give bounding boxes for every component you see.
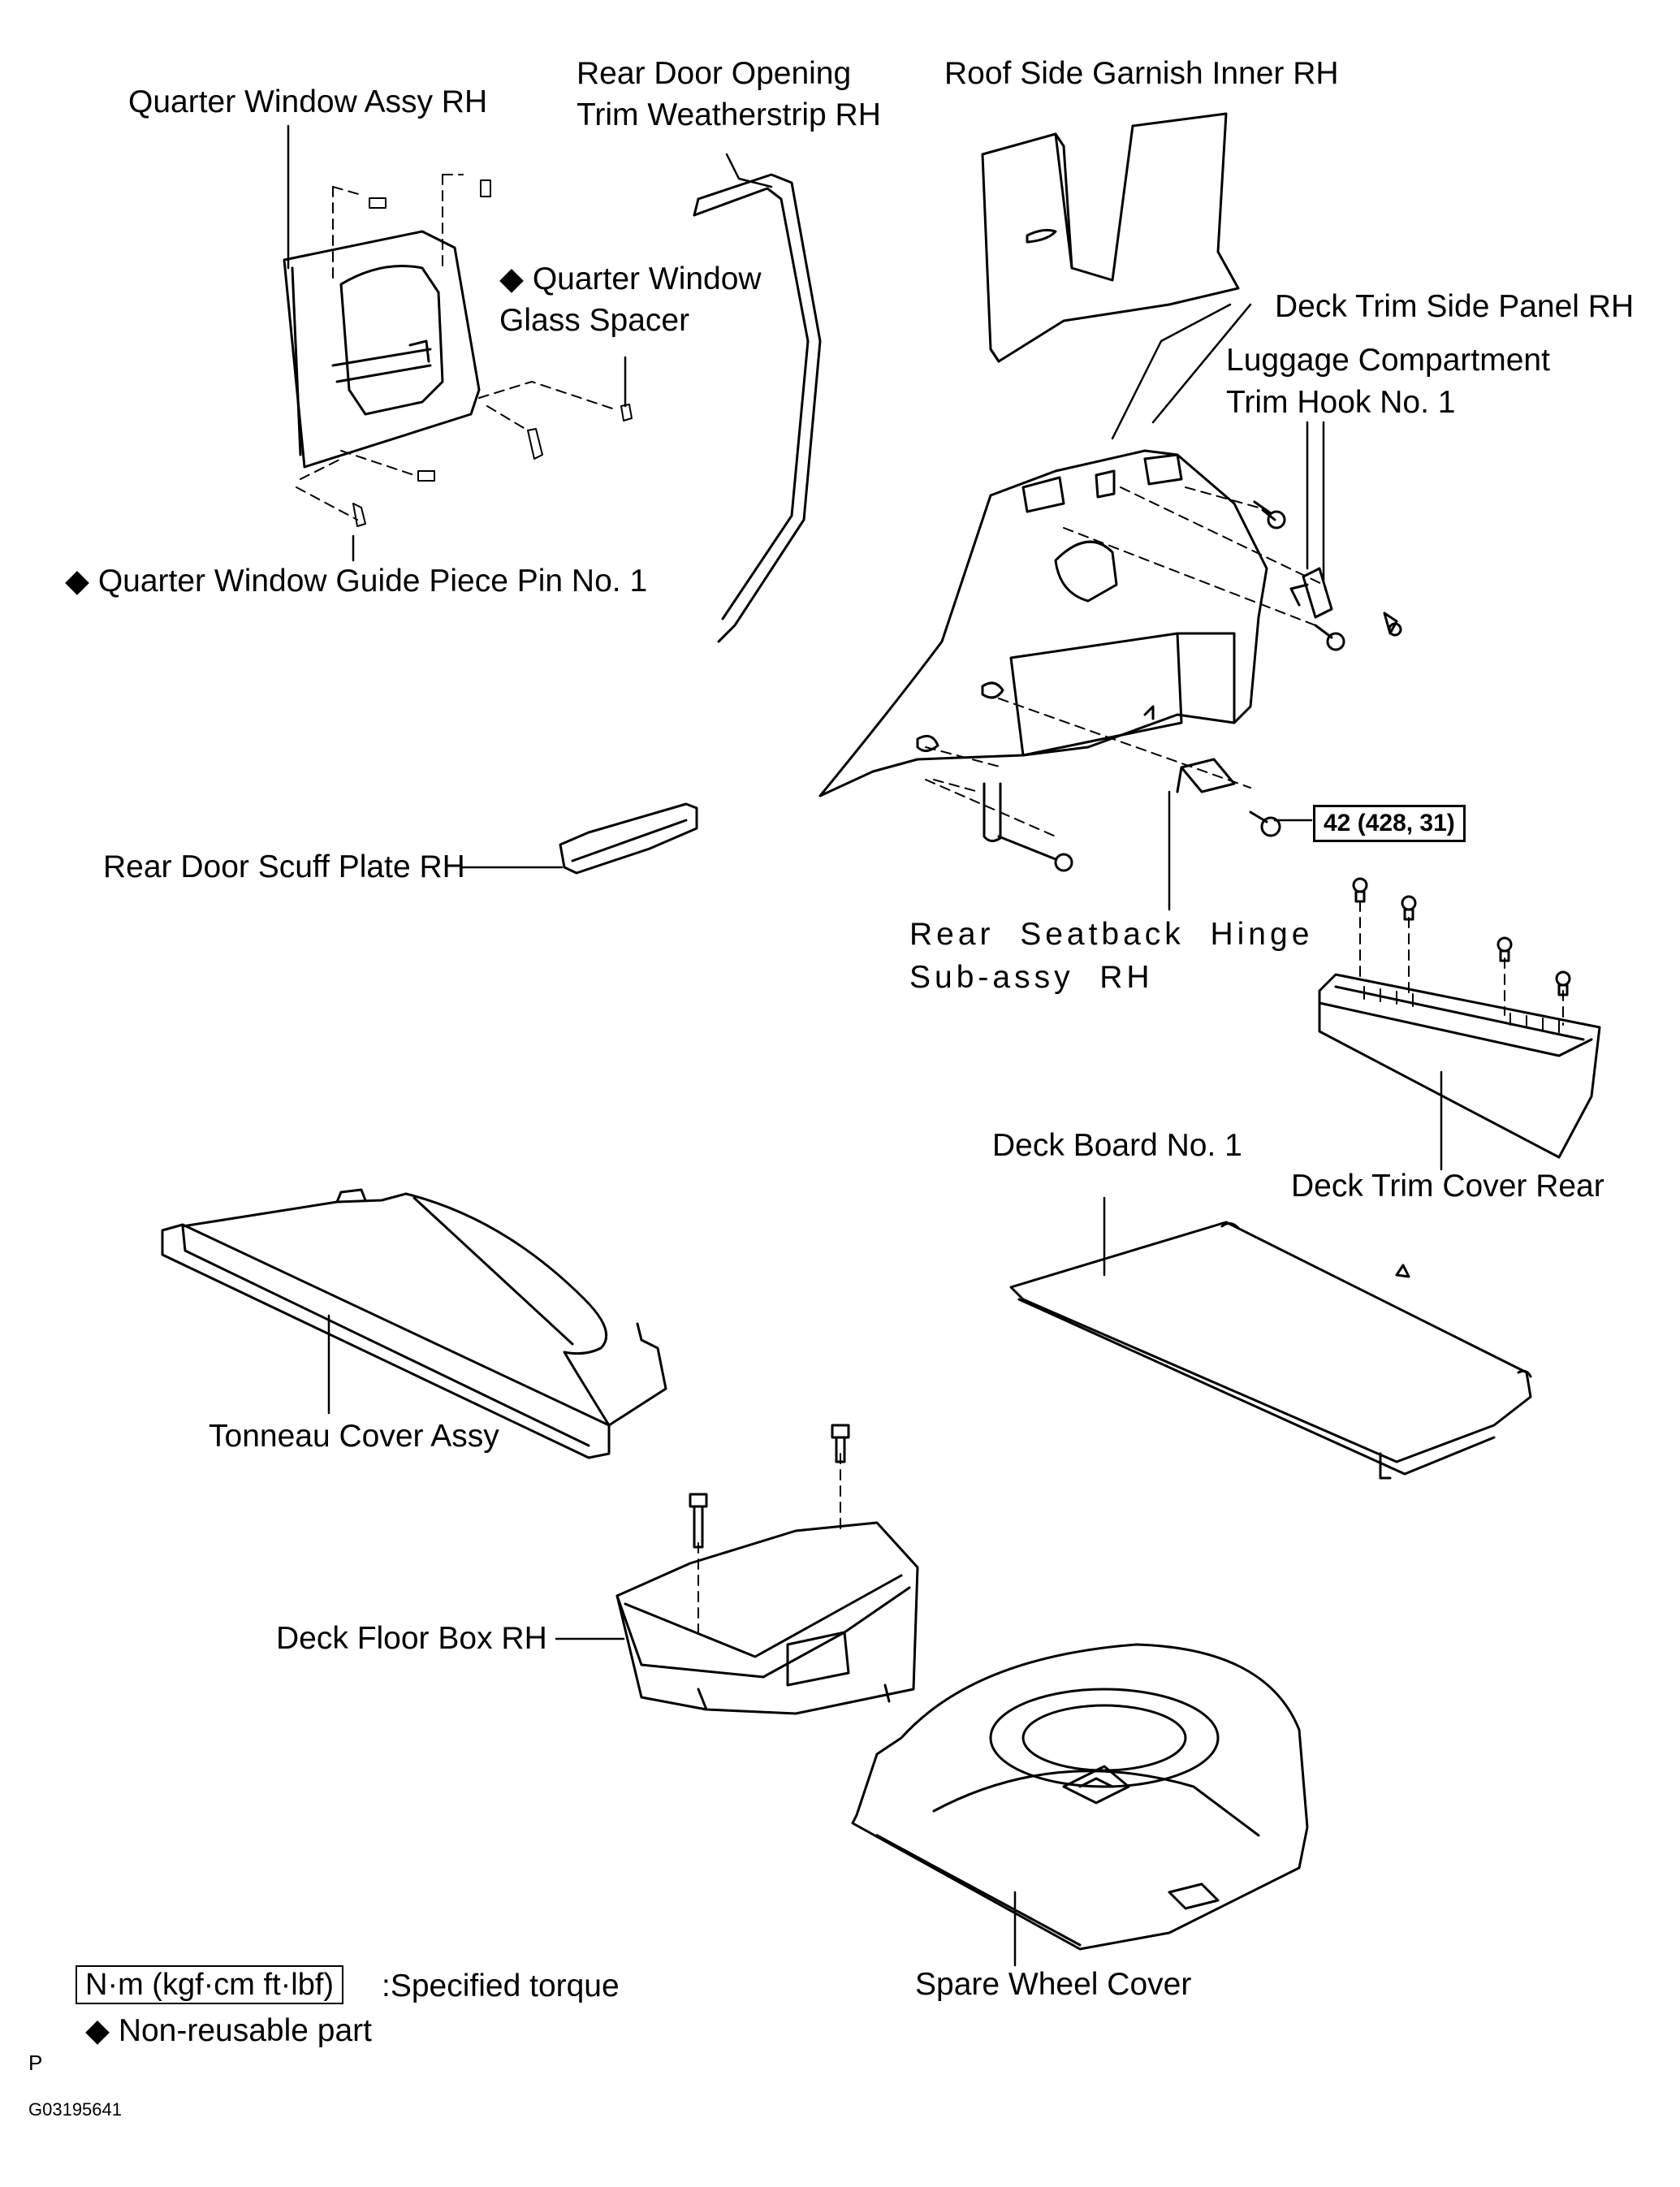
legend-torque-units: N·m (kgf·cm ft·lbf)	[76, 1965, 344, 2004]
roof-side-garnish-part	[981, 112, 1240, 363]
deck-floor-box-part	[615, 1521, 919, 1715]
panel-leader-lines	[925, 486, 1324, 837]
scuff-plate-part	[559, 802, 698, 875]
label-seatback-hinge-line2: Sub-assy RH	[909, 960, 1154, 995]
panel-bolt-1	[1253, 500, 1286, 529]
deck-trim-side-panel-part	[818, 449, 1268, 797]
label-guide-piece-pin: ◆ Quarter Window Guide Piece Pin No. 1	[65, 564, 648, 599]
panel-bolt-2	[1314, 624, 1345, 651]
seatback-hinge	[1176, 758, 1236, 793]
legend-torque-text: :Specified torque	[382, 1969, 620, 2003]
figure-code: G03195641	[28, 2099, 122, 2120]
panel-clip	[1383, 612, 1402, 637]
label-luggage-hook-line2: Trim Hook No. 1	[1226, 385, 1456, 420]
label-quarter-window-assy: Quarter Window Assy RH	[128, 84, 488, 119]
deck-board-part	[1009, 1221, 1532, 1480]
torque-spec-box: 42 (428, 31)	[1313, 805, 1466, 842]
trim-cover-clips	[1352, 877, 1571, 996]
label-glass-spacer-line2: Glass Spacer	[499, 303, 690, 338]
deck-trim-cover-rear-part	[1318, 973, 1601, 1159]
label-luggage-hook-line1: Luggage Compartment	[1226, 343, 1550, 378]
label-seatback-hinge-line1: Rear Seatback Hinge	[909, 917, 1314, 952]
p-mark: P	[28, 2051, 43, 2075]
weatherstrip-part	[693, 173, 822, 643]
tonneau-cover-part	[161, 1188, 667, 1459]
spare-wheel-cover-part	[851, 1643, 1309, 1951]
label-rear-door-weatherstrip-line1: Rear Door Opening	[577, 56, 852, 91]
label-deck-floor-box: Deck Floor Box RH	[276, 1621, 547, 1656]
label-spare-wheel-cover: Spare Wheel Cover	[915, 1967, 1192, 2002]
label-glass-spacer-line1: ◆ Quarter Window	[499, 261, 762, 296]
label-tonneau-cover: Tonneau Cover Assy	[209, 1419, 499, 1454]
label-rear-door-weatherstrip-line2: Trim Weatherstrip RH	[577, 97, 881, 132]
scuff-clip	[983, 782, 1073, 872]
label-deck-trim-side-panel: Deck Trim Side Panel RH	[1275, 289, 1635, 324]
floor-box-bolts	[689, 1424, 850, 1549]
label-scuff-plate: Rear Door Scuff Plate RH	[103, 849, 465, 884]
trim-hook	[1289, 567, 1333, 619]
quarter-window-assy-part	[283, 174, 633, 527]
floor-box-leader-lines	[697, 1453, 841, 1633]
legend-nonreusable: ◆ Non-reusable part	[85, 2013, 372, 2048]
label-deck-trim-cover-rear: Deck Trim Cover Rear	[1291, 1169, 1604, 1204]
hinge-bolt	[1249, 810, 1281, 837]
label-roof-side-garnish: Roof Side Garnish Inner RH	[944, 56, 1339, 91]
label-leader-lines	[287, 124, 1443, 1967]
trim-cover-leader-lines	[1359, 901, 1564, 1026]
label-deck-board: Deck Board No. 1	[992, 1128, 1242, 1163]
